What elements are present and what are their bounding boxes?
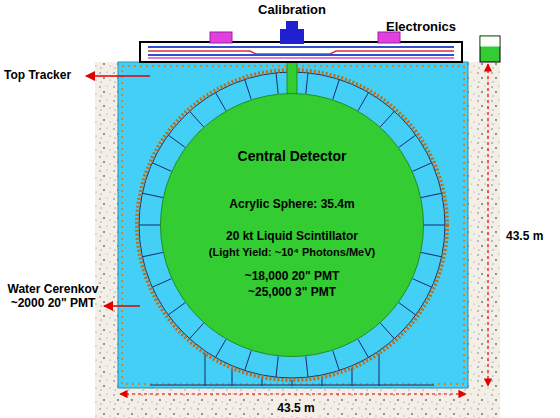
support-leg [150,385,434,386]
pmt-ring [137,70,447,380]
truss-strut [190,111,204,127]
truss-strut [306,356,308,377]
electronics-box [210,32,232,43]
truss-strut [276,356,278,377]
dimension-label: 43.5 m [274,401,317,416]
tank [480,36,500,62]
detector-spec: ~18,000 20" PMT [161,269,423,284]
calibration-unit [286,21,298,30]
top-tracker [140,42,462,62]
detector-title: Central Detector [161,149,423,164]
truss-ring [139,72,445,378]
dimension-label: 43.5 m [506,229,543,244]
water-cerenkov-label: Water Cerenkov ~2000 20" PMT [4,282,102,310]
truss-strut [380,323,394,339]
dimension-line [120,393,466,394]
truss-strut [190,323,204,339]
detector-spec: Acrylic Sphere: 35.4m [161,197,423,212]
truss-strut [358,339,369,357]
detector-spec: ~25,000 3" PMT [161,285,423,300]
truss-strut [413,163,432,172]
truss-strut [152,163,171,172]
support-leg [205,353,206,386]
truss-strut [380,111,394,127]
tracker-label: Top Tracker [4,68,71,83]
truss-strut [358,92,369,110]
water-pool [118,62,468,388]
truss-strut [142,193,163,197]
support-truss [137,70,447,386]
support-leg [379,353,380,386]
truss-strut [333,79,339,99]
leader-arrow [86,75,150,77]
truss-strut [245,79,251,99]
dimension-line [487,64,488,386]
truss-strut [152,279,171,288]
truss-strut [276,73,278,94]
truss-strut [421,193,442,197]
truss-strut [306,73,308,94]
calibration-label: Calibration [258,2,326,17]
truss-strut [168,303,185,315]
truss-strut [399,135,416,147]
leader-arrow [104,305,140,307]
truss-strut [168,135,185,147]
truss-strut [216,339,227,357]
tank [481,37,500,47]
support-leg [352,368,353,386]
truss-strut [421,252,442,256]
truss-strut [142,252,163,256]
truss-strut [333,351,339,371]
truss-strut [413,279,432,288]
detector-spec: 20 kt Liquid Scintillator [161,229,423,244]
truss-strut [216,92,227,110]
electronics-label: Electronics [386,19,456,34]
detector-spec: (Light Yield: ~10⁴ Photons/MeV) [161,245,423,260]
truss-strut [139,225,160,226]
support-leg [232,368,233,386]
pool-pmts [122,66,464,384]
truss-strut [399,303,416,315]
truss-strut [424,225,445,226]
central-detector-sphere: Central DetectorAcrylic Sphere: 35.4m 20 … [160,93,424,357]
calibration-unit [280,29,304,44]
ground [95,62,500,418]
truss-strut [245,351,251,371]
